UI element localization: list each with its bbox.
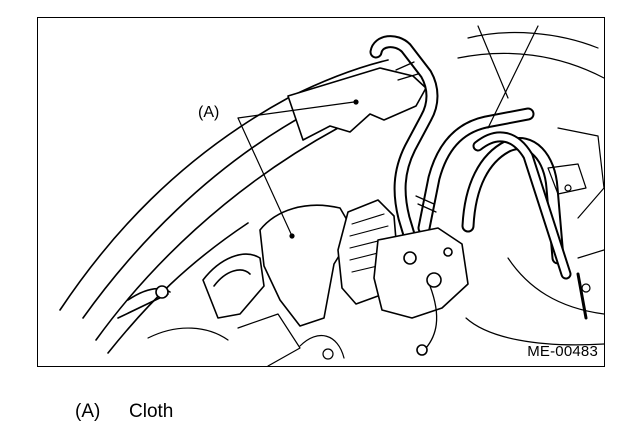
legend: (A) Cloth: [75, 401, 173, 423]
headlamp-area: [117, 253, 265, 319]
pump-assembly: [337, 199, 469, 356]
engine-bay-illustration: (A) ME-00483: [37, 17, 605, 367]
cloth-upper: [287, 67, 427, 141]
callout-label-a: (A): [198, 104, 220, 121]
legend-text: Cloth: [129, 401, 174, 422]
cloth-lower: [259, 204, 355, 327]
callout-leaders: [237, 101, 355, 237]
legend-key: (A): [75, 401, 101, 422]
line-drawing: [59, 25, 604, 366]
engine-components: [457, 25, 604, 346]
lower-components: [147, 313, 345, 366]
figure-code: ME-00483: [527, 343, 598, 360]
